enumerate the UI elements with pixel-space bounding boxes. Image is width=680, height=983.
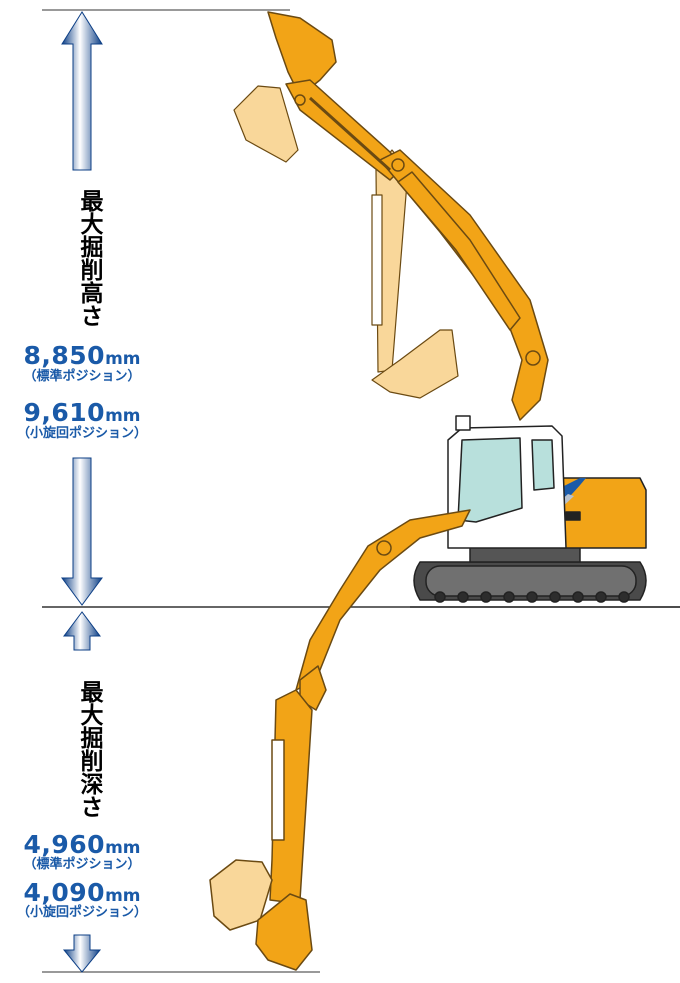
depth-value-standard: 4,960mm: [0, 832, 164, 857]
max-digging-depth-label: 最大掘削深さ: [76, 680, 102, 818]
depth-arrow-down-icon: [62, 934, 102, 973]
height-arrow-up-icon: [61, 11, 103, 171]
upper-ghost-arm: [233, 85, 459, 399]
depth-value-standard-unit: mm: [105, 838, 141, 858]
depth-value-short-swing-number: 4,090: [23, 878, 106, 907]
height-note-short-swing: （小旋回ポジション）: [16, 426, 147, 441]
height-note-standard: （標準ポジション）: [23, 369, 141, 384]
height-value-short-swing-unit: mm: [105, 406, 141, 426]
height-value-standard-unit: mm: [105, 349, 141, 369]
depth-value-short-swing-unit: mm: [105, 886, 141, 906]
depth-value-short-swing: 4,090mm: [0, 880, 164, 905]
depth-note-short-swing: （小旋回ポジション）: [16, 905, 147, 920]
max-digging-height-label: 最大掘削高さ: [76, 189, 102, 327]
excavator-body: [413, 415, 647, 603]
height-value-short-swing-number: 9,610: [23, 398, 106, 427]
height-value-standard-number: 8,850: [23, 341, 106, 370]
depth-value-standard-number: 4,960: [23, 830, 106, 859]
upper-boom: [267, 11, 549, 421]
height-value-standard: 8,850mm: [0, 343, 164, 368]
height-arrow-down-icon: [61, 457, 103, 606]
depth-note-standard: （標準ポジション）: [23, 857, 141, 872]
height-value-short-swing: 9,610mm: [0, 400, 164, 425]
lower-boom: [209, 509, 471, 971]
depth-arrow-up-icon: [63, 611, 101, 651]
